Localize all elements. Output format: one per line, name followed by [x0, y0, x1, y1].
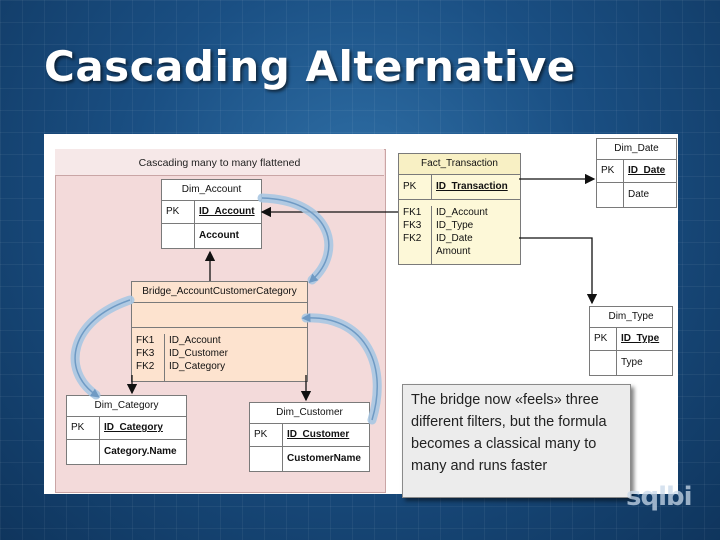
dim-date-name: Dim_Date — [597, 139, 676, 160]
fact-key-3: FK2 — [403, 233, 422, 244]
bridge-key-1: FK1 — [136, 335, 155, 346]
dim-category-id: ID_Category — [104, 422, 163, 433]
dim-date-table: Dim_Date PK ID_Date Date — [596, 138, 677, 208]
cascade-arrow-account-to-bridge — [257, 193, 334, 285]
dim-customer-name: Dim_Customer — [250, 403, 369, 424]
bridge-table: Bridge_AccountCustomerCategory FK1 FK3 F… — [131, 281, 308, 382]
fact-transaction-pk: PK — [399, 175, 432, 199]
dim-customer-field: CustomerName — [287, 453, 361, 464]
cascading-group-title: Cascading many to many flattened — [55, 149, 384, 176]
dim-customer-pk: PK — [250, 424, 283, 446]
cascade-arrow-customer-to-bridge — [301, 313, 382, 425]
dim-type-pk: PK — [590, 328, 617, 350]
slide-title: Cascading Alternative — [44, 42, 576, 91]
bridge-field-2: ID_Customer — [169, 348, 228, 359]
dim-type-table: Dim_Type PK ID_Type Type — [589, 306, 673, 376]
fact-key-1: FK1 — [403, 207, 422, 218]
dim-type-id: ID_Type — [621, 333, 660, 344]
fact-key-2: FK3 — [403, 220, 422, 231]
fact-field-2: ID_Type — [436, 220, 474, 231]
dim-account-key-empty — [162, 224, 195, 248]
dim-customer-table: Dim_Customer PK ID_Customer CustomerName — [249, 402, 370, 472]
dim-account-name: Dim_Account — [162, 180, 261, 201]
fact-transaction-table: Fact_Transaction PK ID_Transaction FK1 F… — [398, 153, 521, 265]
dim-type-key-empty — [590, 351, 617, 375]
bridge-key-3: FK2 — [136, 361, 155, 372]
callout-note: The bridge now «feels» three different f… — [402, 384, 631, 498]
fact-transaction-id: ID_Transaction — [436, 181, 508, 192]
dim-account-pk: PK — [162, 201, 195, 223]
dim-customer-key-empty — [250, 447, 283, 471]
dim-date-pk: PK — [597, 160, 624, 182]
fact-to-type-line — [519, 237, 598, 305]
dim-account-id: ID_Account — [199, 206, 255, 217]
dim-type-field: Type — [621, 357, 643, 368]
dim-date-field: Date — [628, 189, 650, 200]
fact-transaction-name: Fact_Transaction — [399, 154, 520, 175]
dim-account-field: Account — [199, 230, 239, 241]
dim-category-table: Dim_Category PK ID_Category Category.Nam… — [66, 395, 187, 465]
sqlbi-logo: sqlbi — [626, 482, 693, 512]
dim-category-key-empty — [67, 440, 100, 464]
cascade-arrow-bridge-to-category — [70, 295, 135, 400]
dim-category-field: Category.Name — [104, 446, 177, 457]
dim-date-key-empty — [597, 183, 624, 207]
bridge-key-2: FK3 — [136, 348, 155, 359]
bridge-pk-row — [132, 303, 307, 328]
fact-field-3: ID_Date — [436, 233, 473, 244]
dim-date-id: ID_Date — [628, 165, 666, 176]
dim-customer-id: ID_Customer — [287, 429, 350, 440]
bridge-field-1: ID_Account — [169, 335, 221, 346]
bridge-name: Bridge_AccountCustomerCategory — [132, 282, 307, 303]
fact-field-4: Amount — [436, 246, 471, 257]
dim-category-name: Dim_Category — [67, 396, 186, 417]
dim-type-name: Dim_Type — [590, 307, 672, 328]
dim-category-pk: PK — [67, 417, 100, 439]
bridge-field-3: ID_Category — [169, 361, 226, 372]
fact-field-1: ID_Account — [436, 207, 488, 218]
